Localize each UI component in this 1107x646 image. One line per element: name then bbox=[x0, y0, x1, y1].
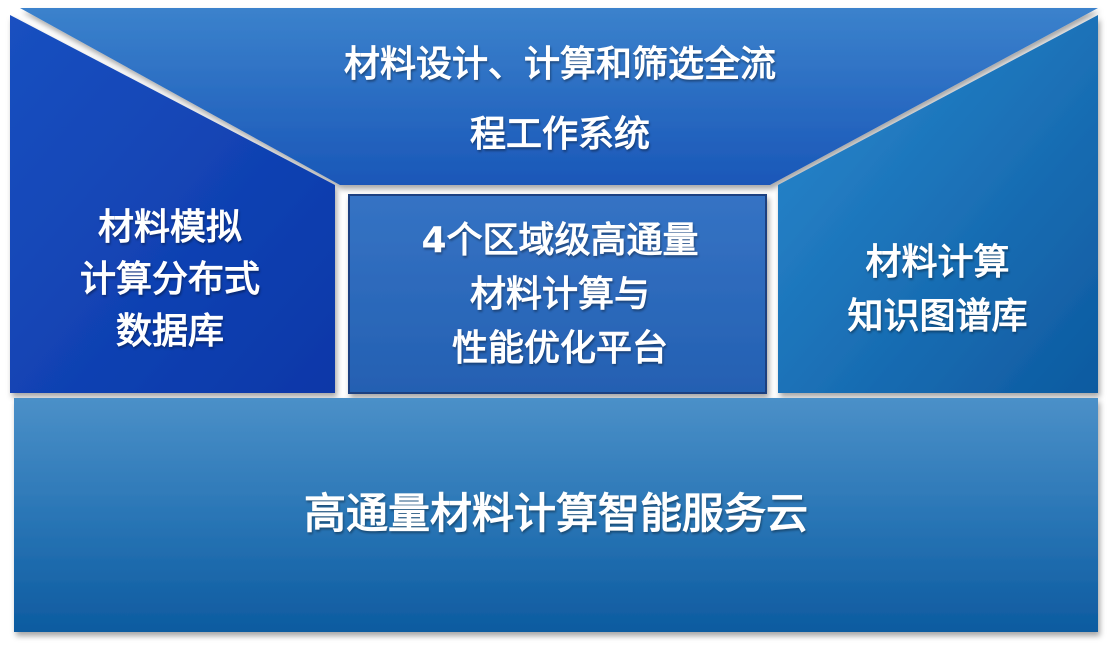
left-block-line: 数据库 bbox=[115, 311, 224, 352]
left-block-line: 材料模拟 bbox=[97, 207, 242, 248]
left-block-line: 计算分布式 bbox=[79, 259, 260, 300]
center-block-shape bbox=[348, 194, 767, 394]
bottom-block-label: 高通量材料计算智能服务云 bbox=[15, 445, 1097, 575]
left-block-label: 材料模拟 计算分布式 数据库 bbox=[20, 195, 320, 365]
top-block-label: 材料设计、计算和筛选全流 程工作系统 bbox=[220, 30, 900, 170]
right-block-label: 材料计算 知识图谱库 bbox=[785, 230, 1090, 350]
left-block-shape bbox=[10, 15, 335, 393]
top-block-line: 程工作系统 bbox=[469, 114, 650, 155]
right-block-shape bbox=[778, 15, 1098, 393]
center-block-line: 材料计算与 bbox=[469, 274, 650, 315]
bottom-block-shape bbox=[14, 398, 1098, 632]
right-block-line: 材料计算 bbox=[865, 242, 1010, 283]
center-block-line: 4个区域级高通量 bbox=[421, 220, 699, 261]
center-block-line: 性能优化平台 bbox=[451, 328, 668, 369]
top-block-shape bbox=[20, 8, 1098, 185]
top-block-line: 材料设计、计算和筛选全流 bbox=[343, 44, 776, 85]
center-block-label: 4个区域级高通量 材料计算与 性能优化平台 bbox=[355, 200, 765, 390]
bottom-block-text: 高通量材料计算智能服务云 bbox=[303, 488, 808, 538]
right-block-line: 知识图谱库 bbox=[847, 296, 1028, 337]
